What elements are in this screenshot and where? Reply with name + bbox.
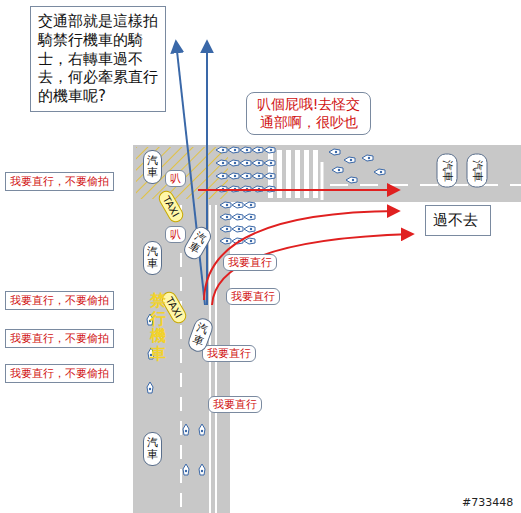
motorcycle-icon xyxy=(232,202,243,208)
node-text: 汽車 xyxy=(147,437,158,461)
motorcycle-icon xyxy=(264,173,275,179)
node-text: 我要直行，不要偷拍 xyxy=(10,332,109,345)
motorcycles xyxy=(147,147,385,475)
motorcycle-icon xyxy=(362,155,373,161)
rider-callout: 我要直行，不要偷拍 xyxy=(5,172,114,191)
rider-bubble: 我要直行 xyxy=(223,254,277,271)
note-box: 交通部就是這樣拍騎禁行機車的騎士，右轉車過不去，何必牽累直行的機車呢? xyxy=(30,6,166,112)
motorcycle-icon xyxy=(199,424,205,435)
node-text: 我要直行 xyxy=(207,347,251,360)
motorcycle-icon xyxy=(232,226,243,232)
node-text: 我要直行 xyxy=(213,398,257,411)
motorcycle-icon xyxy=(244,202,255,208)
motorcycle-icon xyxy=(346,177,357,183)
car: 汽車 xyxy=(143,241,162,275)
motorcycle-icon xyxy=(252,173,263,179)
horn-bubble: 叭 xyxy=(165,226,186,243)
road-marking: 禁行機車 xyxy=(150,292,166,362)
car: 汽車 xyxy=(143,150,162,184)
node-text: 叭個屁哦!去怪交通部啊，很吵也 xyxy=(253,96,364,131)
rider-callout: 我要直行，不要偷拍 xyxy=(5,364,114,383)
motorcycle-icon xyxy=(244,214,255,220)
straight-arrow xyxy=(206,42,208,305)
node-text: 我要直行 xyxy=(231,290,275,303)
node-text: 我要直行 xyxy=(228,256,272,269)
node-text: 汽車 xyxy=(147,155,158,179)
motorcycle-icon xyxy=(147,382,153,393)
text-box: 過不去 xyxy=(425,205,491,236)
motorcycle-icon xyxy=(220,202,231,208)
motorcycle-icon xyxy=(183,464,189,475)
node-text: 叭 xyxy=(170,228,181,241)
motorcycle-icon xyxy=(216,173,227,179)
waiting-zone xyxy=(136,147,228,199)
motorcycle-icon xyxy=(344,157,355,163)
car: 汽車 xyxy=(143,432,162,466)
turn-path xyxy=(204,211,398,300)
rider-bubble: 我要直行 xyxy=(208,396,262,413)
motorcycle-icon xyxy=(228,173,239,179)
stop-line xyxy=(321,162,324,200)
node-text: 我要直行，不要偷拍 xyxy=(10,367,109,380)
motorcycle-icon xyxy=(240,147,251,153)
motorcycle-icon xyxy=(216,160,227,166)
motorcycle-icon xyxy=(374,169,385,175)
motorcycle-icon xyxy=(240,160,251,166)
node-text: 叭 xyxy=(170,172,181,185)
motorcycle-icon xyxy=(199,464,205,475)
rider-callout: 我要直行，不要偷拍 xyxy=(5,291,114,310)
motorcycle-icon xyxy=(220,226,231,232)
motorcycle-icon xyxy=(332,167,343,173)
node-text: 我要直行，不要偷拍 xyxy=(10,294,109,307)
node-text: 汽車 xyxy=(470,160,485,182)
motorcycle-icon xyxy=(228,160,239,166)
rider-callout: 我要直行，不要偷拍 xyxy=(5,329,114,348)
car: 汽車 xyxy=(467,154,488,188)
motorcycle-icon xyxy=(240,173,251,179)
motorcycle-icon xyxy=(264,147,275,153)
motorcycle-icon xyxy=(252,147,263,153)
node-text: 交通部就是這樣拍騎禁行機車的騎士，右轉車過不去，何必牽累直行的機車呢? xyxy=(38,12,158,106)
node-text: 汽車 xyxy=(147,246,158,270)
motorcycle-icon xyxy=(183,424,189,435)
turn-path xyxy=(198,189,398,191)
motorcycle-icon xyxy=(244,226,255,232)
motorcycle-icon xyxy=(220,238,231,244)
car: 汽車 xyxy=(437,154,458,188)
motorcycle-icon xyxy=(220,214,231,220)
horn-bubble: 叭 xyxy=(165,170,186,187)
motorcycle-icon xyxy=(264,160,275,166)
node-text: 過不去 xyxy=(433,211,483,230)
node-text: 汽車 xyxy=(191,322,210,348)
rider-bubble: 我要直行 xyxy=(202,345,256,362)
node-text: 我要直行，不要偷拍 xyxy=(10,175,109,188)
motorcycle-icon xyxy=(329,149,340,155)
watermark: #733448 xyxy=(462,496,513,509)
motorcycle-icon xyxy=(252,160,263,166)
main-road xyxy=(133,145,230,513)
lane-line xyxy=(330,184,521,186)
motorcycle-icon xyxy=(232,214,243,220)
speech-bubble: 叭個屁哦!去怪交通部啊，很吵也 xyxy=(246,92,371,135)
motorcycle-icon xyxy=(216,147,227,153)
rider-bubble: 我要直行 xyxy=(226,288,280,305)
turn-path xyxy=(212,234,412,305)
motorcycle-icon xyxy=(244,238,255,244)
motorcycle-icon xyxy=(228,147,239,153)
node-text: 汽車 xyxy=(440,160,455,182)
lane-line xyxy=(180,205,182,513)
